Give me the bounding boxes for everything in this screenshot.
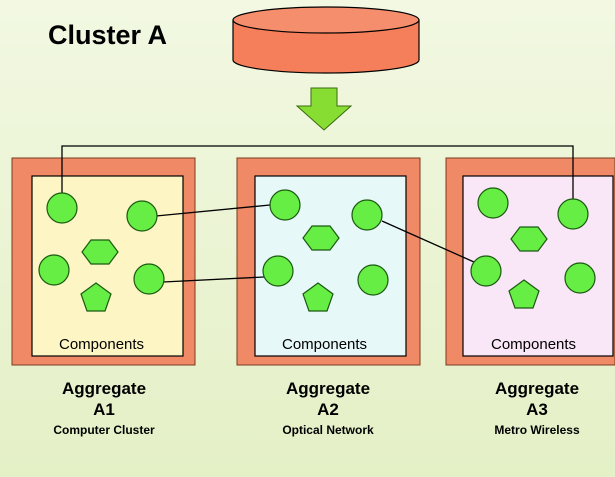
aggregate-name: Aggregate xyxy=(285,379,371,398)
components-label: Components xyxy=(59,336,144,353)
component-node xyxy=(357,264,389,296)
component-node xyxy=(564,262,596,294)
aggregate-id: A3 xyxy=(526,400,548,419)
component-node xyxy=(269,189,301,221)
nodes-a2 xyxy=(262,189,389,312)
page-title: Cluster A xyxy=(48,20,168,50)
aggregate-name: Aggregate xyxy=(494,379,580,398)
down-arrow-icon xyxy=(295,87,353,131)
component-node xyxy=(351,199,383,231)
link-line xyxy=(381,220,475,263)
link-line xyxy=(162,276,265,283)
component-node xyxy=(126,200,158,232)
component-node xyxy=(470,255,502,287)
aggregate-desc: Metro Wireless xyxy=(494,423,580,437)
hexagon-node xyxy=(81,239,119,265)
pentagon-node xyxy=(302,282,334,312)
component-node xyxy=(38,254,70,286)
aggregate-id: A2 xyxy=(317,400,339,419)
link-line xyxy=(155,204,271,217)
hexagon-node xyxy=(302,225,340,251)
component-node xyxy=(477,187,509,219)
component-node xyxy=(46,192,78,224)
bus-line xyxy=(61,145,574,200)
aggregate-label-a1: Aggregate A1 Computer Cluster xyxy=(29,378,179,438)
components-label: Components xyxy=(491,336,576,353)
connection-lines xyxy=(61,145,574,283)
components-label: Components xyxy=(282,336,367,353)
pentagon-node xyxy=(508,279,540,309)
aggregate-id: A1 xyxy=(93,400,115,419)
aggregate-label-a3: Aggregate A3 Metro Wireless xyxy=(462,378,612,438)
component-node xyxy=(133,263,165,295)
database-icon xyxy=(232,6,420,74)
aggregate-desc: Optical Network xyxy=(282,423,374,437)
aggregate-label-a2: Aggregate A2 Optical Network xyxy=(253,378,403,438)
component-node xyxy=(557,198,589,230)
aggregate-desc: Computer Cluster xyxy=(53,423,155,437)
nodes-a3 xyxy=(470,187,596,309)
component-node xyxy=(262,255,294,287)
pentagon-node xyxy=(80,282,112,312)
nodes-a1 xyxy=(38,192,165,312)
aggregate-frame-a2: Components xyxy=(236,157,421,366)
hexagon-node xyxy=(510,226,548,252)
aggregate-name: Aggregate xyxy=(61,379,147,398)
